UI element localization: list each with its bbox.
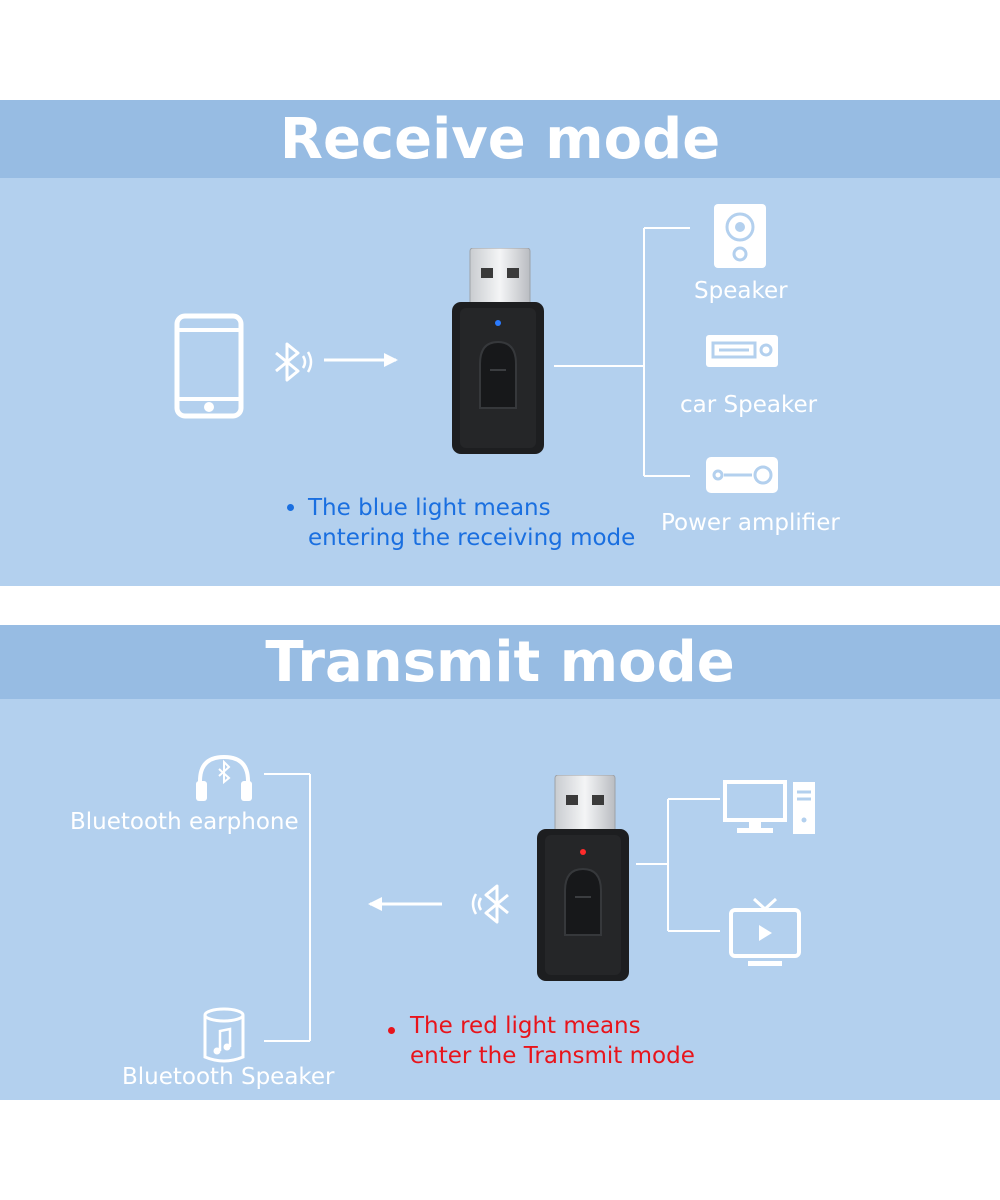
transmit-note-line1: The red light means	[410, 1013, 641, 1039]
transmit-mode-note: The red light means enter the Transmit m…	[410, 1011, 695, 1071]
receive-mode-panel: Receive mode	[0, 100, 1000, 586]
bluetooth-speaker-label: Bluetooth Speaker	[122, 1064, 335, 1090]
arrow-right-icon	[324, 353, 398, 367]
bluetooth-earphone-label: Bluetooth earphone	[70, 809, 299, 835]
receive-note-line1: The blue light means	[308, 495, 551, 521]
red-led-indicator	[580, 849, 586, 855]
blue-bullet-dot	[287, 504, 294, 511]
car-stereo-icon	[706, 335, 778, 367]
bluetooth-icon	[471, 884, 509, 924]
transmit-note-line2: enter the Transmit mode	[410, 1043, 695, 1069]
target-connector-lines	[264, 773, 311, 1042]
bluetooth-icon	[275, 342, 313, 382]
desktop-computer-icon	[723, 780, 815, 834]
tv-icon	[729, 897, 801, 966]
power-amplifier-icon	[706, 457, 778, 493]
transmit-mode-panel: Transmit mode Bluetooth earphone Bluetoo…	[0, 625, 1000, 1100]
receive-note-line2: entering the receiving mode	[308, 525, 636, 551]
receive-mode-header: Receive mode	[0, 100, 1000, 178]
smartphone-icon	[174, 313, 244, 419]
bluetooth-speaker-icon	[203, 1007, 245, 1063]
usb-dongle-icon	[537, 775, 629, 981]
output-connector-lines	[554, 227, 690, 477]
car-speaker-label: car Speaker	[680, 392, 818, 418]
speaker-label: Speaker	[694, 278, 788, 304]
arrow-left-icon	[368, 897, 442, 911]
speaker-icon	[714, 204, 766, 268]
receive-mode-title: Receive mode	[279, 106, 721, 172]
receive-mode-note: The blue light means entering the receiv…	[308, 493, 635, 553]
power-amplifier-label: Power amplifier	[661, 510, 840, 536]
red-bullet-dot	[388, 1027, 395, 1034]
transmit-mode-header: Transmit mode	[0, 625, 1000, 699]
headphones-icon	[196, 754, 252, 801]
blue-led-indicator	[495, 320, 501, 326]
usb-dongle-icon	[452, 248, 544, 454]
source-connector-lines	[636, 798, 720, 932]
transmit-mode-title: Transmit mode	[265, 629, 735, 695]
